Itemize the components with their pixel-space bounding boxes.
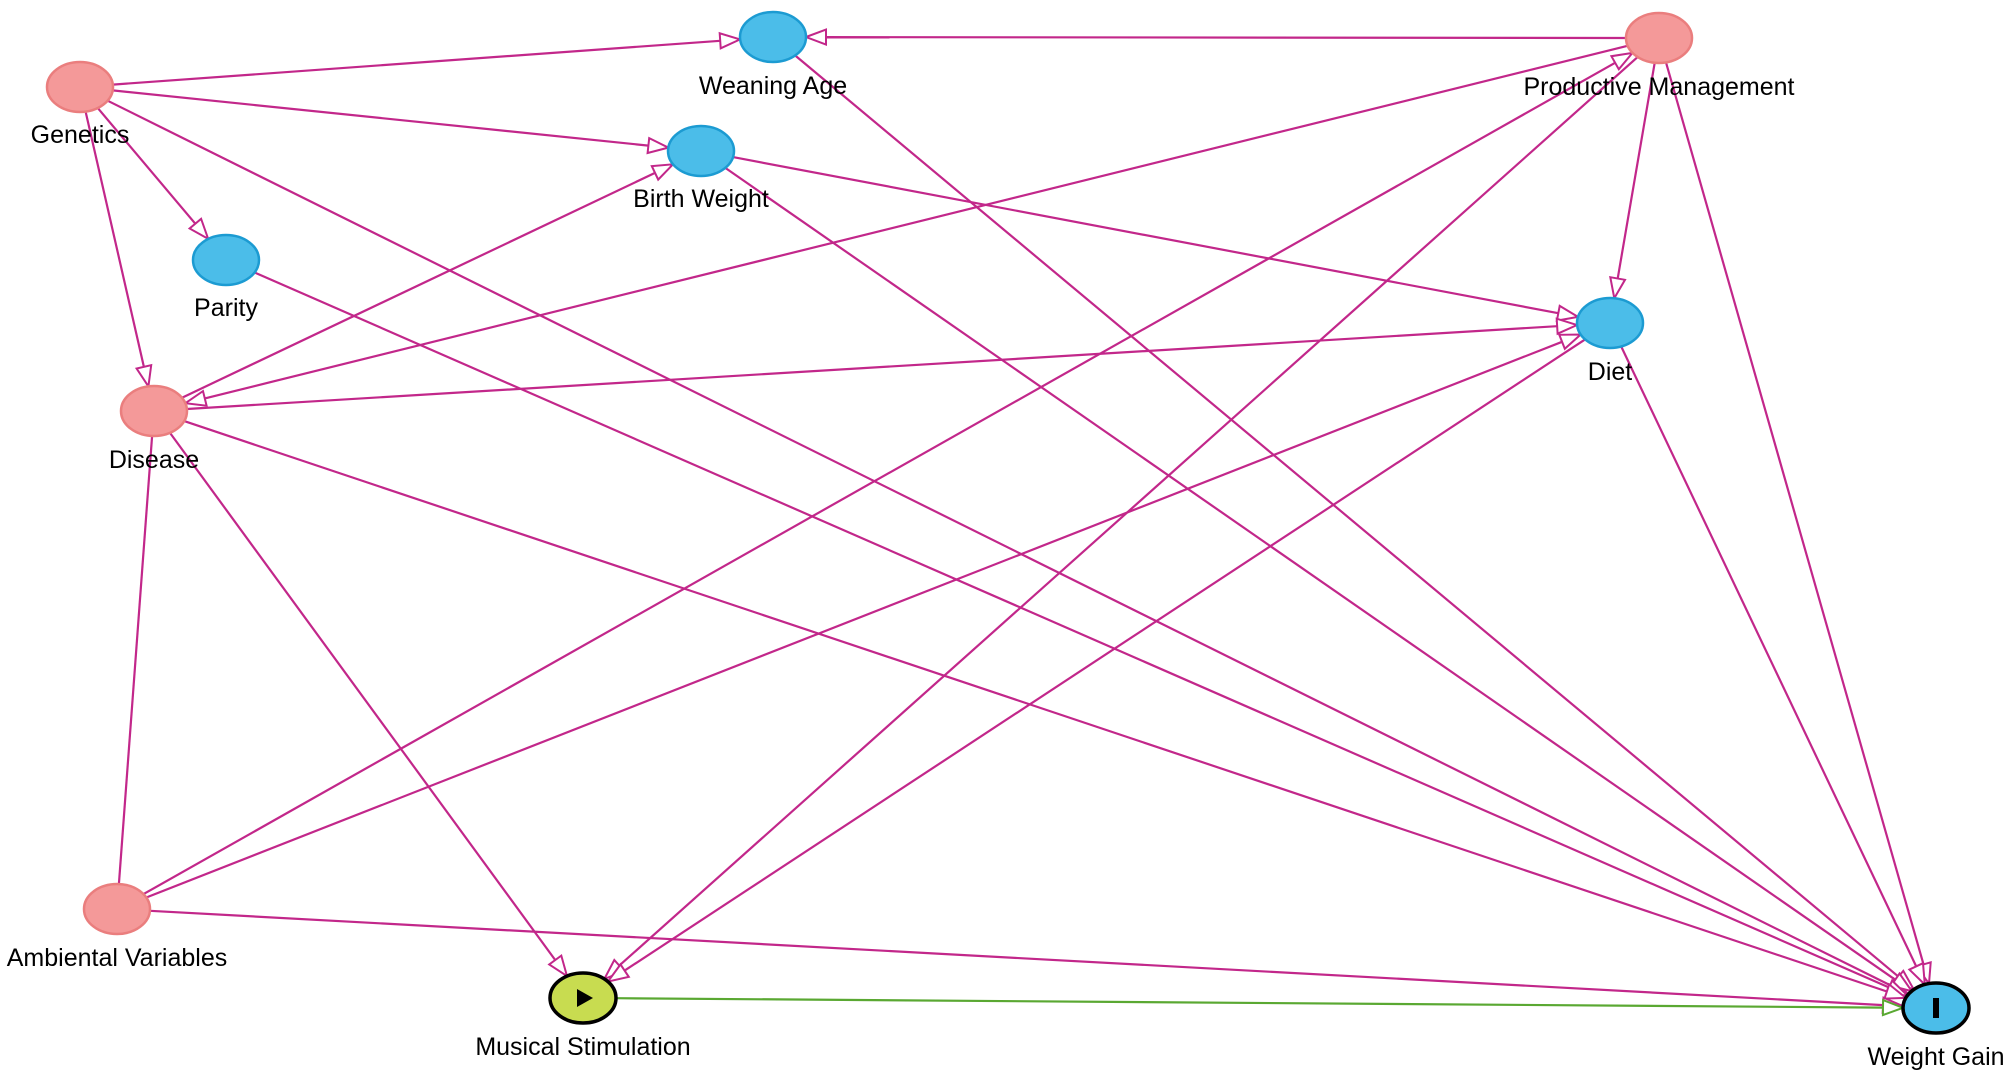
edge-line	[112, 39, 721, 86]
arrowhead	[803, 28, 827, 47]
edge-diet-to-musical-stimulation[interactable]	[605, 338, 1586, 984]
edge-genetics-to-weaning-age[interactable]	[112, 31, 743, 86]
edge-line	[623, 338, 1586, 972]
edge-birth-weight-to-weight-gain[interactable]	[724, 166, 1915, 993]
node-label: Birth Weight	[633, 185, 769, 213]
arrowhead	[187, 217, 211, 242]
edge-line	[117, 435, 154, 885]
edge-birth-weight-to-diet[interactable]	[732, 156, 1581, 322]
edge-weaning-age-to-weight-gain[interactable]	[794, 54, 1916, 992]
edge-line	[724, 166, 1896, 981]
node-shape	[82, 882, 152, 936]
node-label: Weight Gain	[1867, 1043, 2004, 1071]
node-label: Genetics	[31, 121, 130, 149]
node-label: Disease	[109, 446, 199, 474]
arrowhead	[1881, 998, 1906, 1017]
node-weaning-age[interactable]: Weaning Age	[699, 10, 847, 100]
arrowhead	[646, 136, 672, 155]
edge-line	[84, 111, 145, 368]
arrowhead	[605, 962, 631, 984]
arrowhead	[182, 389, 208, 407]
edge-productive-management-to-diet[interactable]	[1609, 62, 1656, 302]
edge-line	[183, 420, 1888, 993]
node-label: Productive Management	[1524, 73, 1795, 101]
edge-ambiental-variables-to-disease[interactable]	[117, 435, 154, 885]
node-birth-weight[interactable]: Birth Weight	[633, 124, 769, 213]
node-shape	[191, 233, 261, 287]
edge-line	[1616, 62, 1656, 279]
edge-line	[149, 909, 1884, 1007]
edge-disease-to-diet[interactable]	[186, 317, 1580, 411]
node-parity[interactable]: Parity	[191, 233, 261, 322]
node-disease[interactable]: Disease	[109, 384, 199, 474]
edge-disease-to-birth-weight[interactable]	[181, 163, 676, 399]
edge-genetics-to-parity[interactable]	[96, 107, 211, 242]
edge-line	[1664, 62, 1925, 965]
node-label: Ambiental Variables	[7, 944, 227, 972]
edge-line	[145, 340, 1563, 899]
node-shape	[738, 10, 808, 64]
arrowhead	[1609, 275, 1627, 302]
edges-layer	[84, 28, 1932, 1017]
edge-line	[825, 35, 1627, 40]
edge-line	[615, 997, 1884, 1009]
edge-productive-management-to-weaning-age[interactable]	[803, 28, 1627, 47]
arrowhead	[718, 31, 743, 50]
arrowhead	[1555, 304, 1581, 322]
edge-genetics-to-birth-weight[interactable]	[112, 89, 672, 155]
edge-genetics-to-weight-gain[interactable]	[107, 99, 1911, 996]
node-shape	[1575, 296, 1645, 350]
edge-line	[181, 171, 656, 399]
node-genetics[interactable]: Genetics	[31, 60, 130, 149]
node-shape	[666, 124, 736, 178]
edge-line	[112, 89, 649, 147]
edge-line	[186, 325, 1558, 411]
arrowhead	[1555, 317, 1580, 336]
arrowhead	[1557, 333, 1584, 351]
node-diet[interactable]: Diet	[1575, 296, 1645, 386]
edge-disease-to-musical-stimulation[interactable]	[169, 432, 569, 979]
arrowhead	[134, 363, 153, 390]
play-icon	[577, 989, 593, 1007]
node-label: Diet	[1588, 358, 1633, 386]
node-shape	[1624, 11, 1694, 65]
outcome-bar-icon	[1933, 998, 1939, 1018]
edge-line	[107, 99, 1891, 987]
node-weight-gain[interactable]: Weight Gain	[1867, 981, 2005, 1071]
edge-line	[254, 271, 1890, 989]
edge-ambiental-variables-to-productive-management[interactable]	[142, 51, 1635, 896]
arrowhead	[1883, 982, 1909, 1000]
edge-line	[142, 61, 1616, 896]
edge-disease-to-weight-gain[interactable]	[183, 420, 1909, 1000]
edge-line	[794, 54, 1900, 978]
edge-productive-management-to-disease[interactable]	[182, 44, 1628, 407]
edge-ambiental-variables-to-diet[interactable]	[145, 333, 1584, 899]
node-shape	[45, 60, 115, 114]
node-shape	[119, 384, 189, 438]
edge-line	[732, 156, 1559, 315]
nodes-layer: Genetics Weaning Age Productive Management…	[7, 10, 2005, 1071]
arrowhead	[650, 163, 676, 182]
edge-line	[96, 107, 197, 225]
edge-genetics-to-disease[interactable]	[84, 111, 153, 390]
node-productive-management[interactable]: Productive Management	[1524, 11, 1795, 101]
edge-ambiental-variables-to-weight-gain[interactable]	[149, 909, 1906, 1014]
node-label: Weaning Age	[699, 72, 847, 100]
edge-line	[204, 44, 1628, 400]
edge-line	[1620, 346, 1918, 967]
arrowhead	[1609, 51, 1635, 72]
arrowhead	[547, 953, 569, 979]
node-label: Musical Stimulation	[475, 1033, 690, 1061]
edge-musical-stimulation-to-weight-gain[interactable]	[615, 997, 1906, 1017]
edge-diet-to-weight-gain[interactable]	[1620, 346, 1927, 988]
edge-line	[169, 432, 557, 961]
node-musical-stimulation[interactable]: Musical Stimulation	[475, 971, 691, 1061]
arrowhead	[1907, 961, 1927, 988]
node-label: Parity	[194, 294, 258, 322]
node-ambiental-variables[interactable]: Ambiental Variables	[7, 882, 227, 972]
